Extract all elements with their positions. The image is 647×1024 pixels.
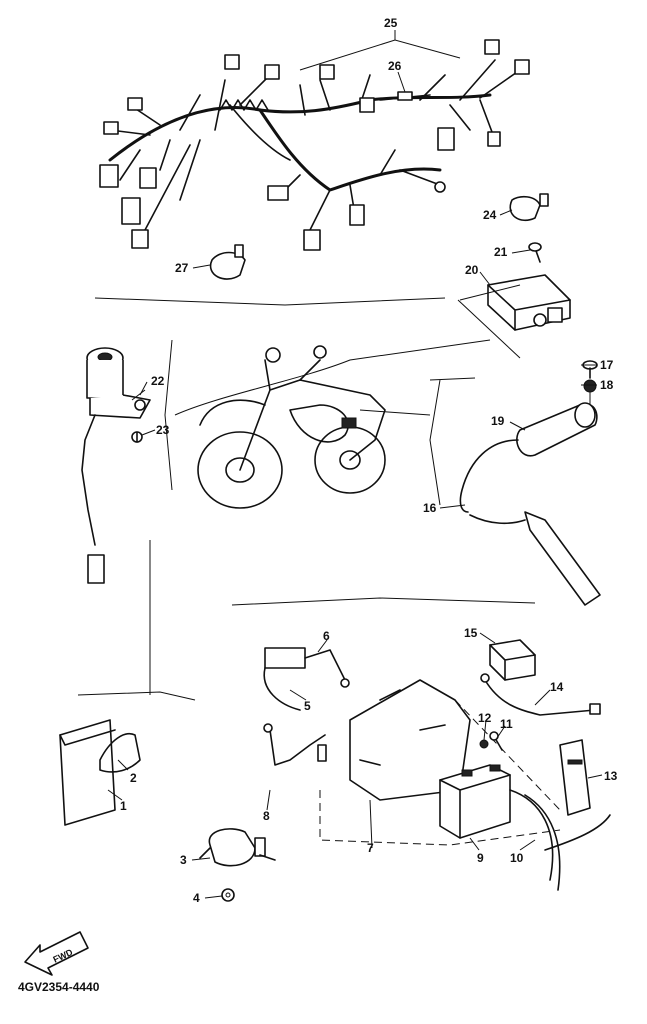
cable-band-24 — [509, 193, 549, 222]
callout-3: 3 — [180, 853, 187, 867]
callout-22: 22 — [151, 374, 165, 388]
callout-4: 4 — [193, 891, 200, 905]
callout-11: 11 — [500, 717, 513, 731]
callout-14: 14 — [550, 680, 564, 694]
bolt-11 — [489, 731, 503, 751]
callout-2: 2 — [130, 771, 137, 785]
lead-14 — [480, 673, 601, 716]
starter-relay-lead — [263, 647, 350, 711]
relay-15 — [489, 639, 536, 681]
battery-band-10 — [509, 789, 611, 891]
screw-17 — [582, 360, 598, 379]
callout-21: 21 — [494, 245, 508, 259]
callout-5: 5 — [304, 699, 311, 713]
screw-23 — [131, 431, 143, 443]
callout-17: 17 — [600, 358, 614, 372]
callout-20: 20 — [465, 263, 479, 277]
fuse-13 — [559, 739, 591, 816]
leader-lines — [107, 209, 603, 899]
callout-23: 23 — [156, 423, 170, 437]
cable-band-27 — [209, 244, 246, 280]
washer-12 — [479, 739, 489, 749]
washer-18 — [583, 379, 597, 412]
callout-26: 26 — [388, 59, 402, 73]
motorcycle-illustration — [174, 339, 491, 509]
callout-10: 10 — [510, 851, 524, 865]
fwd-arrow-icon: FWD — [24, 931, 89, 976]
callout-24: 24 — [483, 208, 497, 222]
callout-6: 6 — [323, 629, 330, 643]
callout-27: 27 — [175, 261, 189, 275]
callout-13: 13 — [604, 769, 618, 783]
callout-16: 16 — [423, 501, 437, 515]
igniter-unit — [59, 540, 151, 826]
callout-7: 7 — [367, 841, 374, 855]
battery — [439, 764, 511, 839]
starter-relay — [199, 828, 276, 867]
callout-25: 25 — [384, 16, 398, 30]
callout-18: 18 — [600, 378, 614, 392]
battery-box — [319, 679, 561, 846]
callout-labels: 1 2 3 4 5 6 7 8 9 10 11 12 13 14 15 16 1… — [120, 16, 618, 905]
main-switch — [81, 347, 151, 584]
callout-12: 12 — [478, 711, 492, 725]
ignition-coil — [459, 402, 601, 606]
callout-9: 9 — [477, 851, 484, 865]
wire-harness — [99, 30, 530, 251]
callout-8: 8 — [263, 809, 270, 823]
callout-1: 1 — [120, 799, 127, 813]
callout-15: 15 — [464, 626, 478, 640]
rectifier-regulator — [487, 274, 571, 331]
screw-21 — [528, 242, 542, 263]
nut-4 — [221, 888, 235, 902]
callout-19: 19 — [491, 414, 505, 428]
battery-lead-8 — [263, 723, 327, 766]
part-code: 4GV2354-4440 — [18, 980, 100, 994]
